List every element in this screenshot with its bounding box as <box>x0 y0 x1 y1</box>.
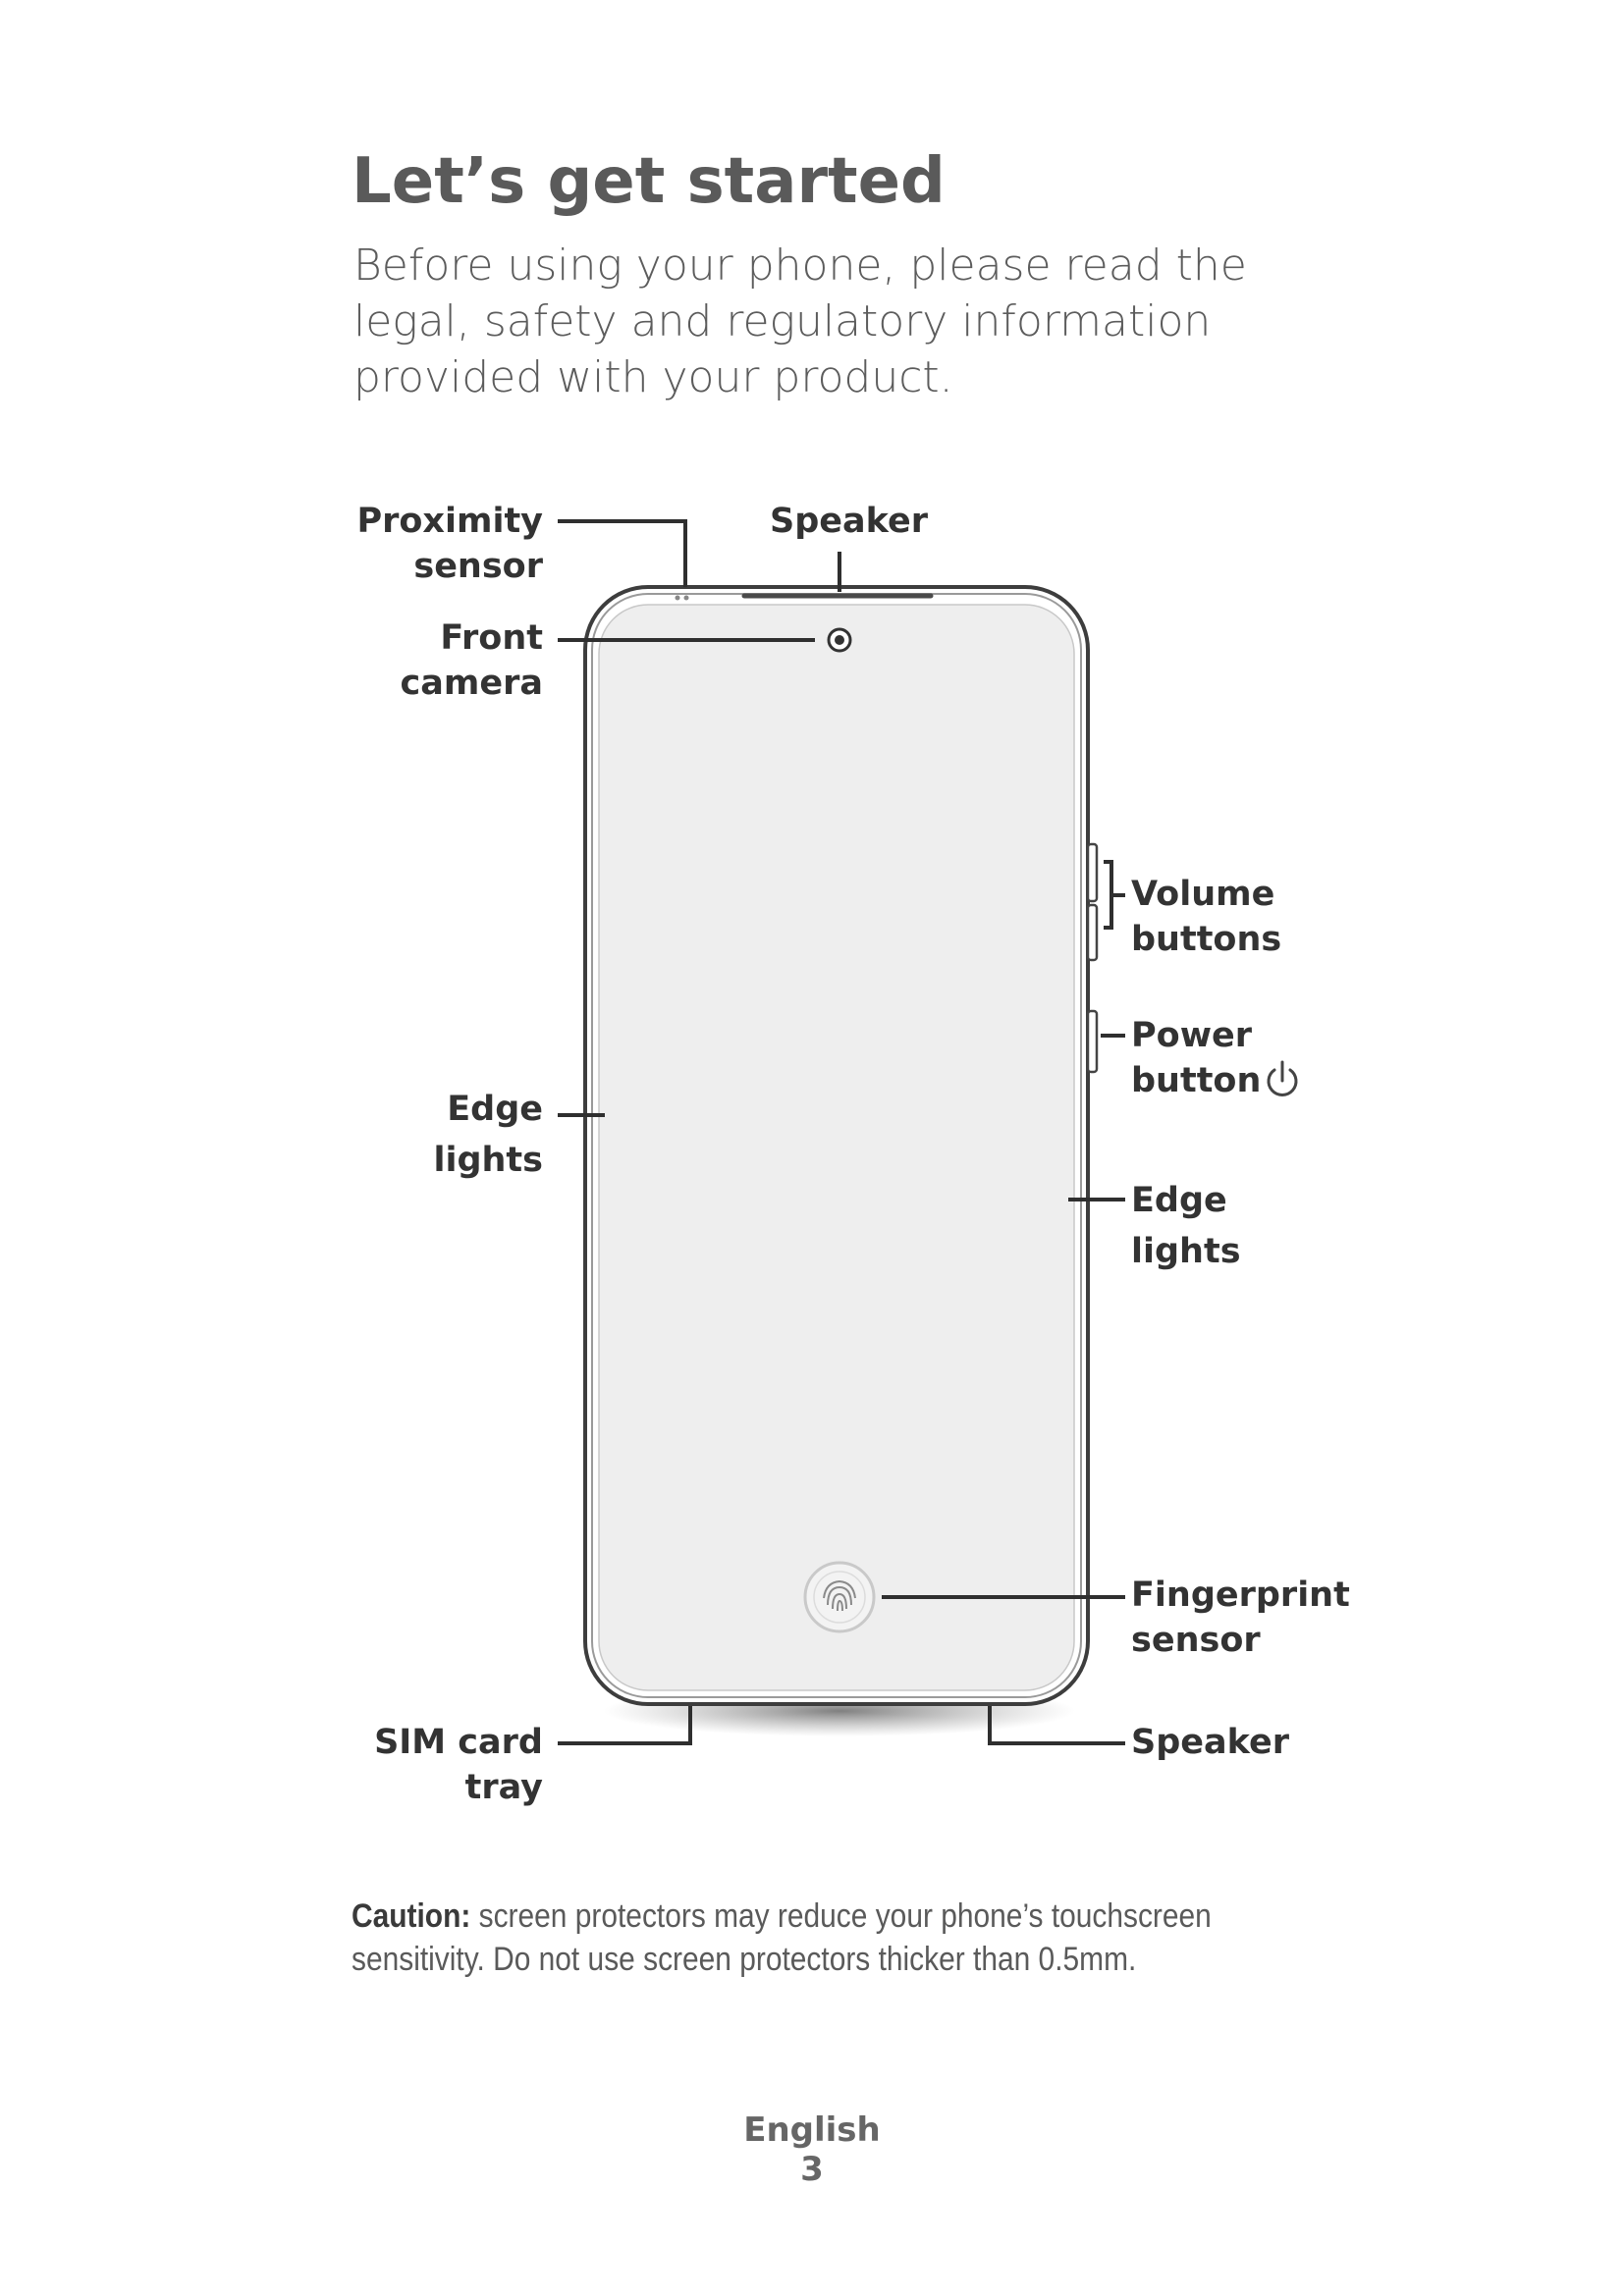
label-proximity-sensor: Proximity sensor <box>356 502 543 586</box>
proximity-sensor-dots <box>675 595 689 601</box>
label-front-camera: Front camera <box>400 618 543 703</box>
power-icon <box>1267 1060 1298 1096</box>
camera-icon <box>827 627 852 653</box>
page-number: 3 <box>800 2150 824 2189</box>
leader-lines <box>558 519 1125 1745</box>
label-edge-lights-left: Edge lights <box>433 1090 543 1180</box>
label-sim-card-tray: SIM card tray <box>374 1723 543 1807</box>
fingerprint-icon <box>803 1561 876 1633</box>
leader-sim-tray <box>558 1706 692 1745</box>
volume-buttons-shape <box>1086 842 1099 962</box>
caution-label: Caution: <box>352 1897 471 1935</box>
label-fingerprint-sensor: Fingerprint sensor <box>1131 1575 1350 1660</box>
label-speaker-top: Speaker <box>770 502 928 541</box>
leader-proximity <box>558 519 687 587</box>
power-button-shape <box>1086 1009 1099 1074</box>
leader-volume-bracket <box>1104 860 1113 930</box>
label-edge-lights-right: Edge lights <box>1131 1181 1241 1271</box>
caution-note: Caution: screen protectors may reduce yo… <box>352 1895 1327 1981</box>
label-power-button: Power button <box>1131 1016 1262 1100</box>
footer-language: English <box>743 2110 881 2150</box>
phone-screen <box>598 604 1075 1691</box>
label-volume-buttons: Volume buttons <box>1131 875 1282 959</box>
caution-text: screen protectors may reduce your phone’… <box>352 1897 1212 1978</box>
leader-speaker-bottom <box>988 1706 1125 1745</box>
label-speaker-bottom: Speaker <box>1131 1723 1289 1762</box>
intro-paragraph: Before using your phone, please read the… <box>353 240 1247 402</box>
page-title: Let’s get started <box>352 145 946 218</box>
